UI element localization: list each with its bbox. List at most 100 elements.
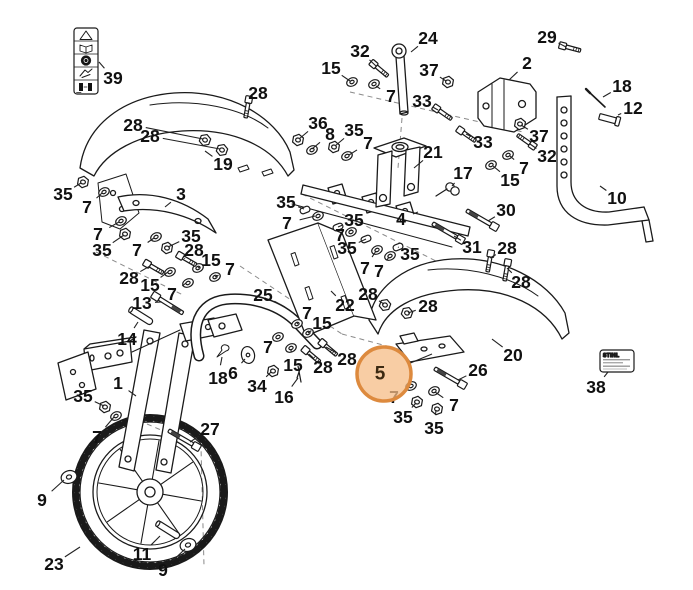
part-callout-21[interactable]: 21 [423,142,443,162]
part-callout-31[interactable]: 31 [462,237,482,257]
part-callout-14[interactable]: 14 [117,329,137,349]
part-callout-7[interactable]: 7 [263,337,273,357]
part-callout-9[interactable]: 9 [37,490,47,510]
part-callout-10[interactable]: 10 [607,188,627,208]
part-callout-11[interactable]: 11 [133,544,152,564]
part-callout-35[interactable]: 35 [53,184,73,204]
part-callout-28[interactable]: 28 [313,357,333,377]
part-callout-6[interactable]: 6 [228,363,238,383]
part-callout-33[interactable]: 33 [412,91,432,111]
part-callout-7[interactable]: 7 [167,284,177,304]
part-callout-35[interactable]: 35 [73,386,93,406]
part-callout-9[interactable]: 9 [158,560,168,580]
part-callout-27[interactable]: 27 [200,419,219,439]
part-callout-37[interactable]: 37 [529,126,548,146]
part-callout-29[interactable]: 29 [537,27,557,47]
part-callout-35[interactable]: 35 [424,418,444,438]
part-callout-16[interactable]: 16 [274,387,294,407]
part-callout-35[interactable]: 35 [393,407,413,427]
part-callout-2[interactable]: 2 [522,53,532,73]
safety-label-39[interactable] [73,27,99,95]
part-pivot-tube[interactable] [57,313,243,401]
part-callout-35[interactable]: 35 [344,120,364,140]
part-callout-7[interactable]: 7 [449,395,459,415]
part-callout-35[interactable]: 35 [92,240,112,260]
part-support-plate-22[interactable] [267,222,377,337]
highlighted-part-number[interactable]: 5 [375,364,386,385]
part-callout-1[interactable]: 1 [113,373,123,393]
part-callout-7[interactable]: 7 [386,86,396,106]
part-callout-28[interactable]: 28 [184,240,204,260]
part-callout-28[interactable]: 28 [511,272,531,292]
brand-label-38[interactable]: STIHL [599,349,635,373]
part-fender-left-19[interactable] [79,91,295,177]
part-rod-24[interactable] [391,43,409,116]
part-callout-22[interactable]: 22 [335,295,355,315]
part-callout-7[interactable]: 7 [360,258,370,278]
part-callout-7[interactable]: 7 [93,224,103,244]
part-callout-7[interactable]: 7 [374,261,384,281]
part-callout-23[interactable]: 23 [44,554,64,574]
part-callout-15[interactable]: 15 [201,250,221,270]
part-callout-24[interactable]: 24 [418,28,438,48]
part-callout-33[interactable]: 33 [473,132,493,152]
highlighted-part-marker[interactable] [355,345,413,403]
part-callout-7[interactable]: 7 [132,240,142,260]
part-clamp-2[interactable] [477,77,537,133]
part-callout-7[interactable]: 7 [335,225,345,245]
part-callout-15[interactable]: 15 [140,275,160,295]
part-frame-handle-25[interactable] [190,293,323,362]
leader-line [325,346,336,354]
part-callout-7[interactable]: 7 [225,259,235,279]
part-callout-7[interactable]: 7 [92,427,102,447]
part-callout-15[interactable]: 15 [312,313,332,333]
part-callout-35[interactable]: 35 [344,210,364,230]
part-callout-35[interactable]: 35 [337,238,357,258]
part-callout-39[interactable]: 39 [103,68,123,88]
part-callout-28[interactable]: 28 [337,349,357,369]
part-callout-3[interactable]: 3 [176,184,186,204]
part-callout-13[interactable]: 13 [132,293,152,313]
part-callout-15[interactable]: 15 [500,170,520,190]
part-bracket-3[interactable] [97,173,217,234]
part-callout-35[interactable]: 35 [276,192,296,212]
part-callout-28[interactable]: 28 [497,238,517,258]
part-callout-12[interactable]: 12 [623,98,643,118]
part-callout-7[interactable]: 7 [363,133,373,153]
part-fender-right-20[interactable] [368,258,570,340]
part-callout-35[interactable]: 35 [400,244,420,264]
part-bracket-21[interactable] [373,137,427,208]
part-callout-7[interactable]: 7 [302,303,312,323]
part-callout-28[interactable]: 28 [123,115,143,135]
part-callout-18[interactable]: 18 [612,76,632,96]
part-callout-32[interactable]: 32 [350,41,370,61]
part-callout-7[interactable]: 7 [519,158,529,178]
part-mounting-plate-5[interactable] [395,332,465,363]
part-callout-34[interactable]: 34 [247,376,267,396]
part-callout-7[interactable]: 7 [82,197,92,217]
part-callout-38[interactable]: 38 [586,377,606,397]
part-callout-28[interactable]: 28 [418,296,438,316]
part-callout-20[interactable]: 20 [503,345,523,365]
part-callout-28[interactable]: 28 [358,284,378,304]
part-callout-35[interactable]: 35 [181,226,201,246]
part-callout-17[interactable]: 17 [453,163,472,183]
part-callout-28[interactable]: 28 [140,126,160,146]
part-callout-26[interactable]: 26 [468,360,488,380]
part-callout-36[interactable]: 36 [308,113,328,133]
part-wheel-23[interactable] [72,414,228,570]
part-callout-28[interactable]: 28 [119,268,139,288]
part-callout-32[interactable]: 32 [537,146,557,166]
part-callout-4[interactable]: 4 [396,209,406,229]
part-callout-8[interactable]: 8 [325,124,335,144]
part-depth-bar-10[interactable] [556,95,654,243]
part-callout-18[interactable]: 18 [208,368,228,388]
part-callout-25[interactable]: 25 [253,285,273,305]
part-callout-28[interactable]: 28 [248,83,268,103]
part-callout-7[interactable]: 7 [282,213,292,233]
part-callout-15[interactable]: 15 [321,58,341,78]
part-callout-19[interactable]: 19 [213,154,233,174]
part-callout-15[interactable]: 15 [283,355,303,375]
part-callout-30[interactable]: 30 [496,200,516,220]
part-callout-37[interactable]: 37 [419,60,438,80]
